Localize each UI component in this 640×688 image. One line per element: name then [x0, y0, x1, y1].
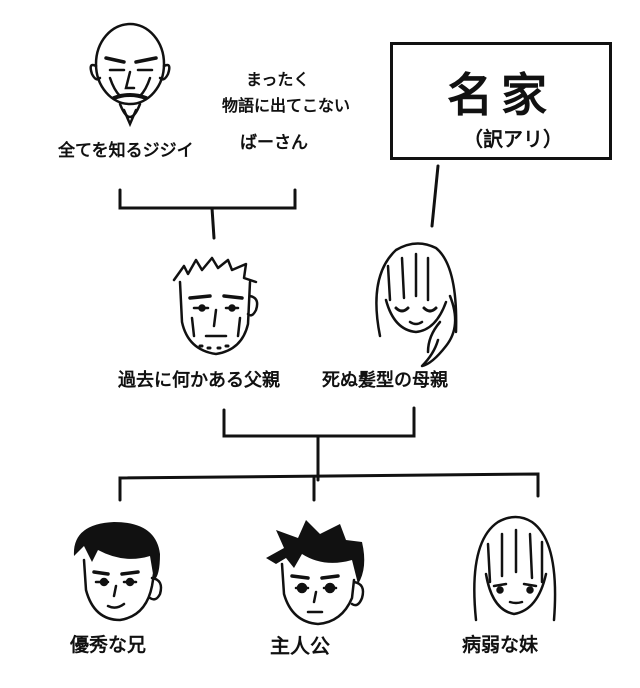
grandmother-label-line1: まったく [246, 70, 310, 89]
sister-label: 病弱な妹 [462, 634, 539, 656]
father-label: 過去に何かある父親 [118, 370, 280, 391]
grandfather-face-icon [89, 22, 171, 128]
children-bracket [118, 472, 540, 502]
family-name-box: 名家 （訳アリ） [390, 42, 612, 160]
parents-bracket [222, 406, 416, 438]
grandparents-bracket [118, 188, 297, 210]
mother-face-icon [375, 242, 458, 368]
grandfather-label: 全てを知るジジイ [58, 141, 194, 161]
titlebox-to-mother-line [430, 164, 440, 228]
grandparents-stem [210, 206, 216, 240]
family-name-subtitle: （訳アリ） [463, 127, 563, 151]
protagonist-face-icon [266, 520, 365, 626]
protagonist-label: 主人公 [270, 634, 330, 658]
brother-label: 優秀な兄 [70, 634, 147, 656]
family-name-title: 名家 [447, 68, 555, 122]
sister-face-icon [473, 515, 557, 622]
grandmother-label-line2: 物語に出てこない [222, 96, 351, 115]
grandmother-label-line3: ばーさん [240, 133, 308, 153]
father-face-icon [172, 256, 259, 356]
mother-label: 死ぬ髪型の母親 [322, 370, 448, 391]
brother-face-icon [73, 522, 163, 622]
